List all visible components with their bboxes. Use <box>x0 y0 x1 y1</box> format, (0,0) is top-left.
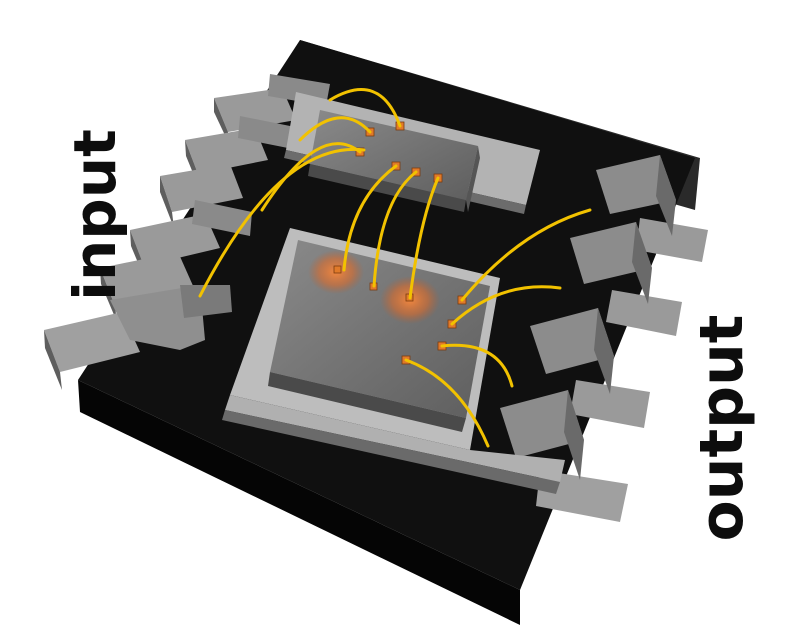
bond-wires <box>198 88 592 448</box>
input-lead-3 <box>160 164 243 228</box>
output-lead-4 <box>500 390 628 522</box>
output-lead-3 <box>530 308 650 428</box>
output-label: output <box>687 314 757 542</box>
input-lead-4 <box>130 200 252 282</box>
input-leads <box>44 74 330 390</box>
input-lead-2 <box>185 116 300 190</box>
output-leads <box>500 155 708 522</box>
input-label: input <box>61 129 129 301</box>
input-lead-6 <box>44 285 232 390</box>
output-lead-1 <box>596 155 708 262</box>
output-lead-2 <box>570 222 682 336</box>
